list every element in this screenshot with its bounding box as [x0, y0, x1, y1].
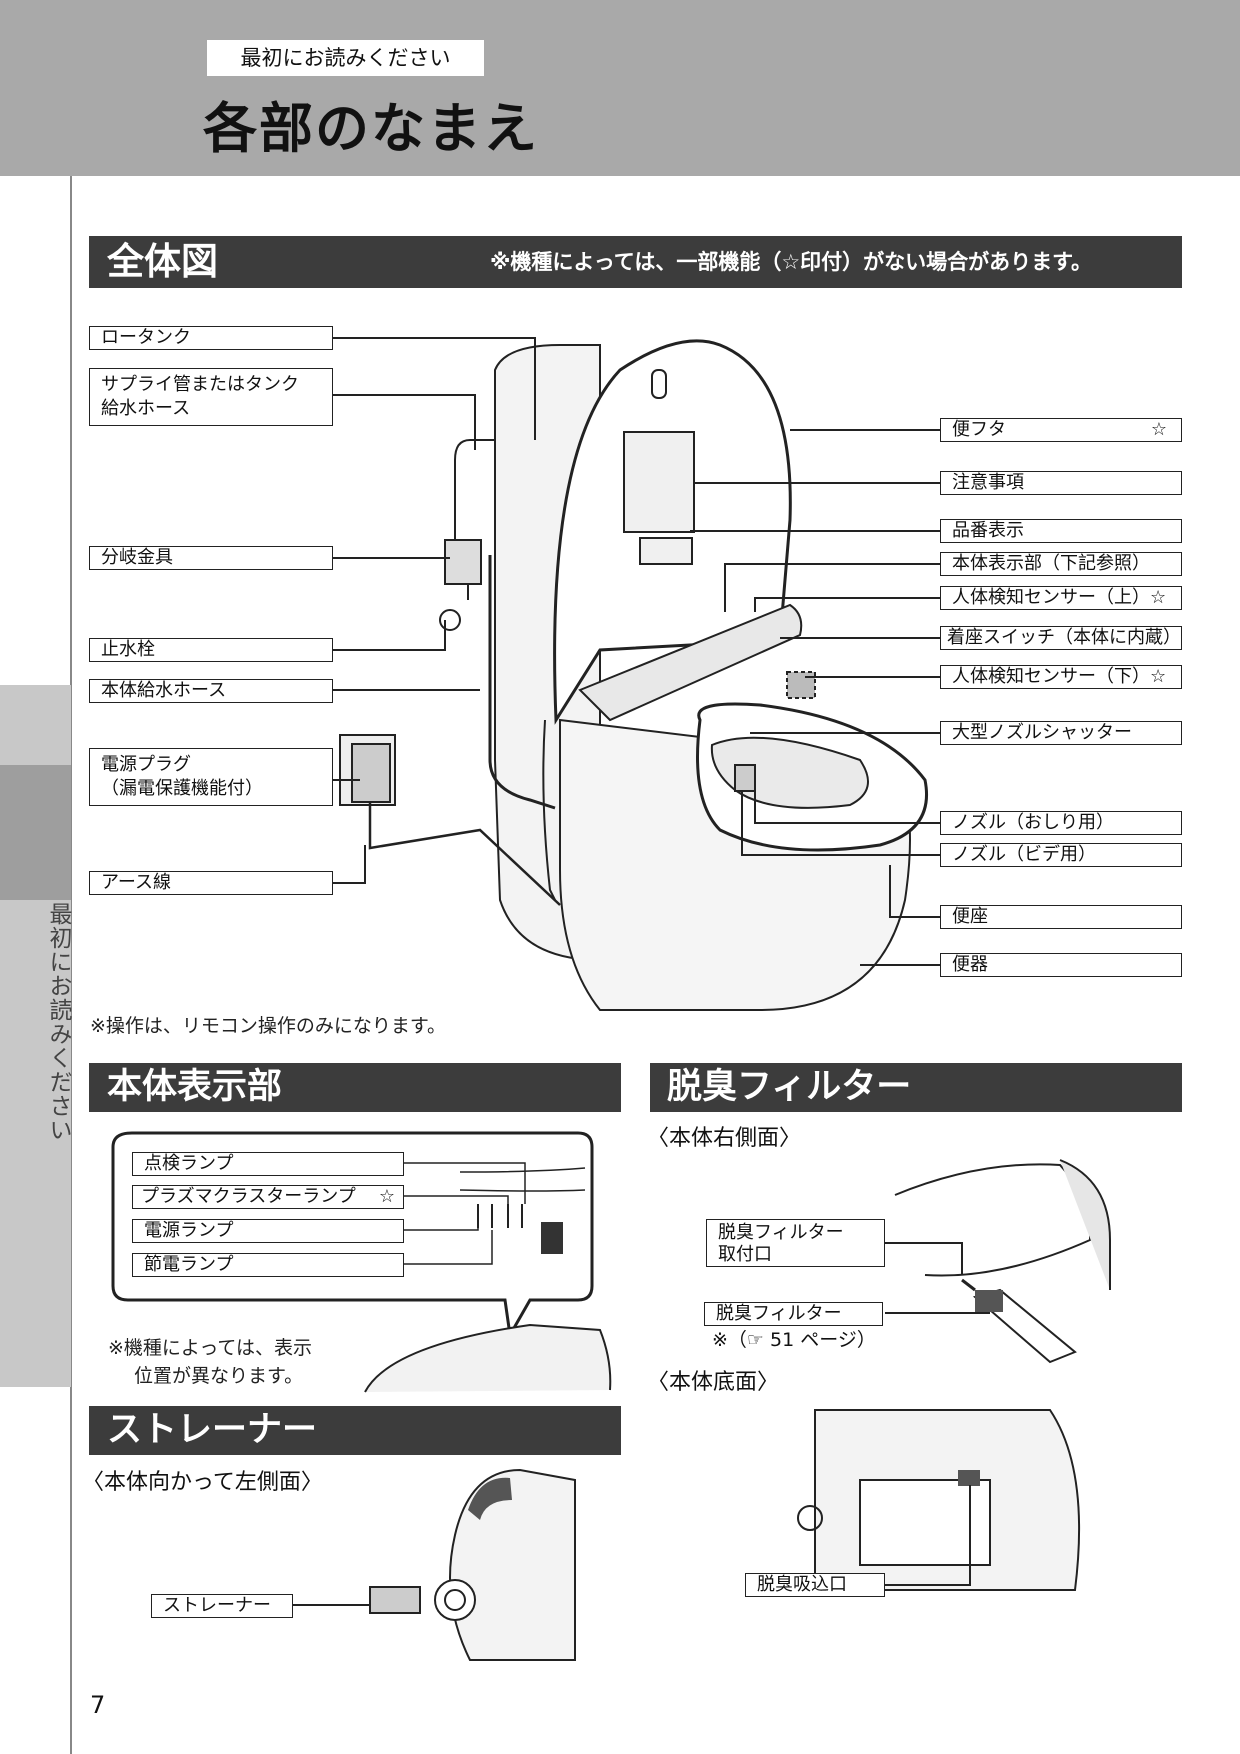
label-nozzle-bidet: ノズル（ビデ用）	[940, 843, 1182, 867]
display-section-bar	[89, 1063, 621, 1112]
filter-section-title: 脱臭フィルター	[667, 1067, 912, 1107]
label-supply-hose-line1: サプライ管またはタンク	[101, 374, 299, 395]
nozzle-drawing	[734, 764, 756, 792]
label-main-display: 本体表示部（下記参照）	[940, 552, 1182, 576]
page-number: 7	[90, 1691, 106, 1719]
label-nozzle-rear: ノズル（おしり用）	[940, 811, 1182, 835]
earth-wire-drawing	[368, 802, 561, 906]
label-filter-mount-line2: 取付口	[718, 1244, 772, 1265]
caution-plate-drawing	[623, 431, 695, 533]
model-plate-drawing	[639, 537, 693, 565]
lid-handle-drawing	[651, 369, 667, 399]
star-icon: ☆	[378, 1186, 395, 1207]
strainer-section-title: ストレーナー	[107, 1410, 318, 1450]
filter-right-drawing	[894, 1163, 1091, 1277]
label-earth-wire: アース線	[89, 871, 333, 895]
label-plasma-lamp-text: プラズマクラスターランプ	[141, 1186, 356, 1207]
label-caution: 注意事項	[940, 471, 1182, 495]
label-stop-valve: 止水栓	[89, 638, 333, 662]
side-tab-text: 最初にお読みください	[45, 902, 71, 1142]
filter-right-side-heading: 〈本体右側面〉	[647, 1126, 802, 1151]
label-body-supply-hose: 本体給水ホース	[89, 679, 333, 703]
overall-section-note: ※機種によっては、一部機能（☆印付）がない場合があります。	[490, 250, 1093, 274]
page-title: 各部のなまえ	[203, 97, 539, 160]
strainer-side-heading: 〈本体向かって左側面〉	[82, 1470, 323, 1495]
label-seat-switch: 着座スイッチ（本体に内蔵）	[940, 626, 1182, 650]
label-model-number: 品番表示	[940, 519, 1182, 543]
label-deodor-filter: 脱臭フィルター	[704, 1302, 883, 1326]
power-plug-drawing	[351, 743, 391, 803]
label-intake: 脱臭吸込口	[745, 1573, 885, 1597]
label-sensor-upper: 人体検知センサー（上）☆	[940, 586, 1182, 610]
label-plasma-lamp: プラズマクラスターランプ ☆	[132, 1185, 404, 1209]
main-unit-drawing	[578, 603, 803, 722]
display-note: ※機種によっては、表示 位置が異なります。	[108, 1334, 368, 1390]
hose-drawing	[488, 555, 556, 810]
side-divider	[70, 176, 72, 1754]
label-low-tank: ロータンク	[89, 326, 333, 350]
label-filter-mount-line1: 脱臭フィルター	[718, 1222, 844, 1243]
label-power-lamp: 電源ランプ	[132, 1219, 404, 1243]
overall-section-title: 全体図	[107, 240, 218, 283]
overall-footnote: ※操作は、リモコン操作のみになります。	[90, 1015, 447, 1037]
label-inspection-lamp: 点検ランプ	[132, 1152, 404, 1176]
display-note-line2: 位置が異なります。	[134, 1365, 304, 1387]
filter-section-bar	[650, 1063, 1182, 1112]
overall-section-bar	[89, 236, 1182, 288]
label-lid-text: 便フタ	[952, 419, 1006, 440]
label-sensor-lower: 人体検知センサー（下）☆	[940, 665, 1182, 689]
label-bowl: 便器	[940, 953, 1182, 977]
label-strainer: ストレーナー	[151, 1594, 293, 1618]
label-supply-hose: サプライ管またはタンク 給水ホース	[89, 368, 333, 426]
read-first-tag: 最初にお読みください	[207, 40, 484, 76]
label-filter-mount: 脱臭フィルター 取付口	[706, 1219, 885, 1267]
display-section-title: 本体表示部	[107, 1067, 283, 1107]
label-seat: 便座	[940, 905, 1182, 929]
header-band	[0, 0, 1240, 176]
star-icon: ☆	[1150, 419, 1167, 440]
supply-pipe-drawing	[454, 439, 495, 540]
display-note-line1: ※機種によっては、表示	[108, 1337, 313, 1359]
label-lid: 便フタ ☆	[940, 418, 1182, 442]
label-supply-hose-line2: 給水ホース	[101, 398, 191, 419]
label-power-plug-line2: （漏電保護機能付）	[101, 778, 263, 799]
label-nozzle-shutter: 大型ノズルシャッター	[940, 721, 1182, 745]
strainer-section-bar	[89, 1406, 621, 1455]
label-power-plug-line1: 電源プラグ	[101, 754, 191, 775]
side-tab-active[interactable]	[0, 765, 71, 900]
filter-bottom-heading: 〈本体底面〉	[647, 1370, 780, 1395]
label-branch-fitting: 分岐金具	[89, 546, 333, 570]
filter-page-ref[interactable]: ※（☞ 51 ページ）	[712, 1329, 876, 1351]
strainer-body-drawing	[449, 1468, 576, 1661]
body-hose-drawing	[542, 719, 556, 901]
strainer-part-drawing	[369, 1586, 421, 1614]
label-power-save-lamp: 節電ランプ	[132, 1253, 404, 1277]
side-tab-upper	[0, 685, 71, 765]
label-power-plug: 電源プラグ （漏電保護機能付）	[89, 748, 333, 806]
side-tab-lower	[0, 900, 71, 1387]
